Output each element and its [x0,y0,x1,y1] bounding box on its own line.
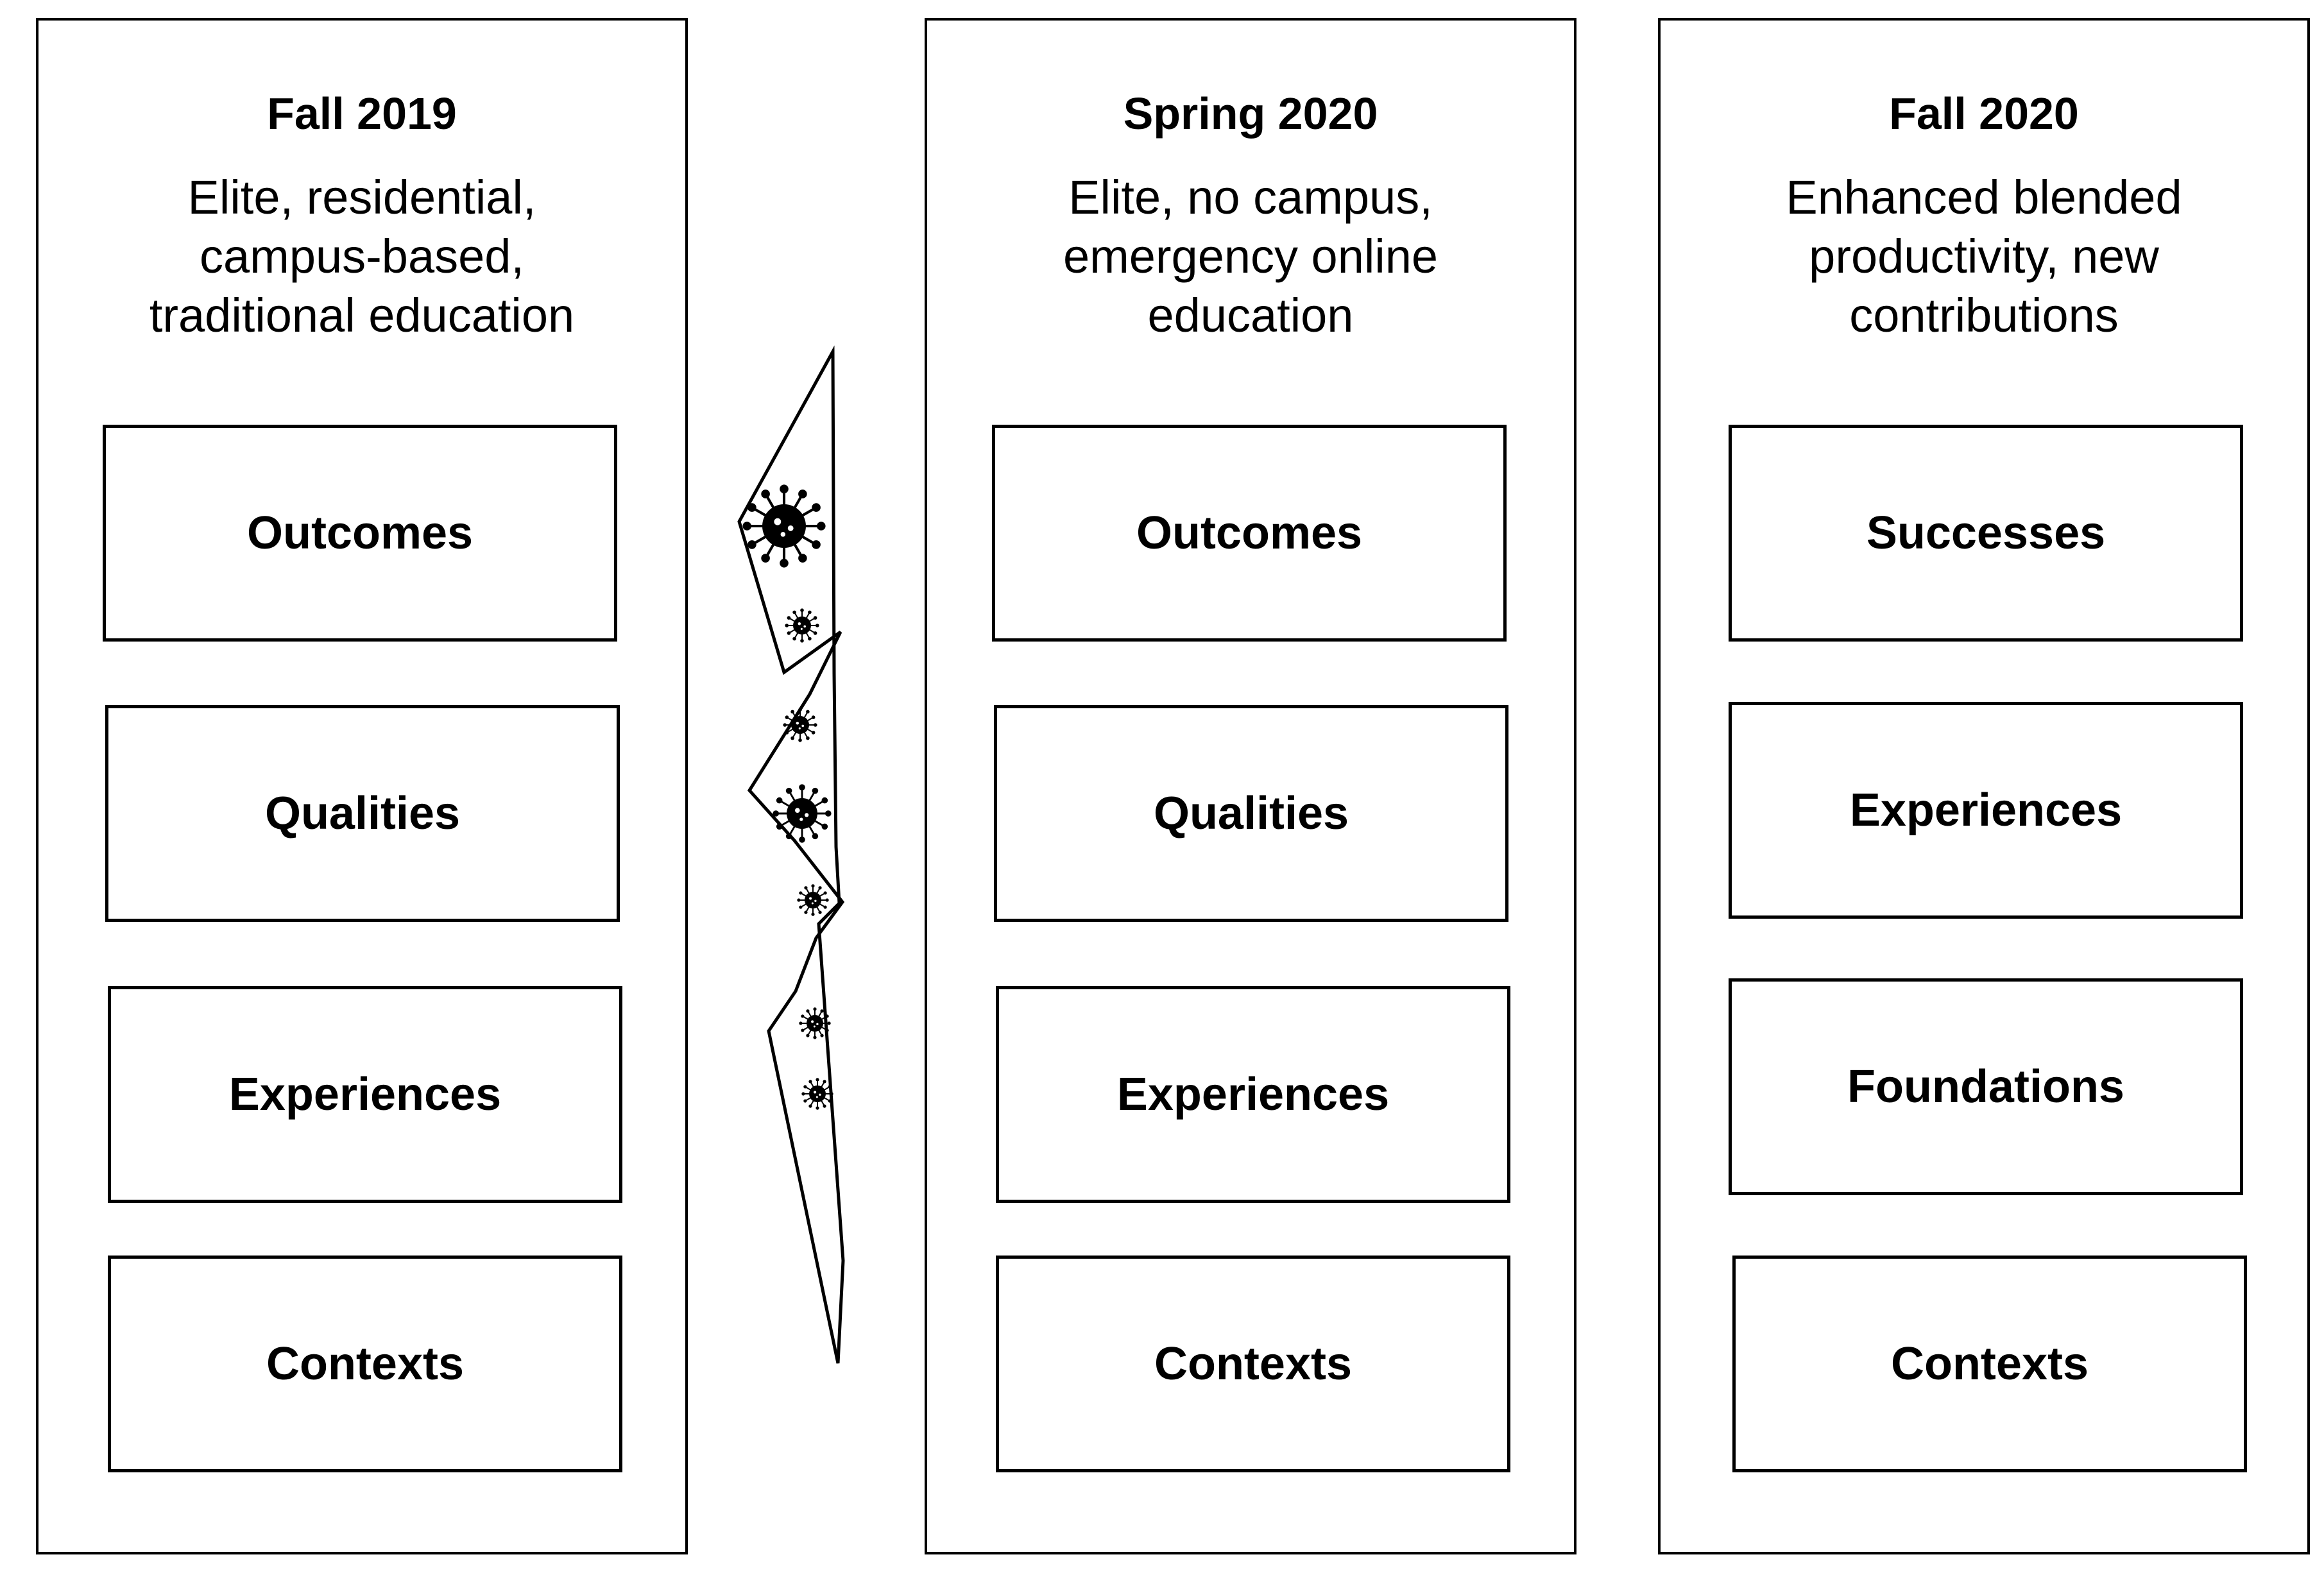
box-experiences: Experiences [108,986,622,1203]
column-title: Fall 2020 [1889,89,2079,139]
description-line: campus-based, [200,230,524,283]
virus-icon [801,1078,833,1110]
box-successes: Successes [1729,425,2243,642]
column-spring-2020: Spring 2020 Elite, no campus, emergency … [925,18,1576,1554]
column-title: Spring 2020 [1123,89,1378,139]
box-experiences: Experiences [1729,702,2243,919]
box-outcomes: Outcomes [103,425,617,642]
box-qualities: Qualities [105,705,620,922]
description-line: education [1147,289,1354,342]
box-contexts: Contexts [1732,1256,2247,1472]
virus-icon [742,484,826,568]
description-line: emergency online [1063,230,1439,283]
virus-icon [799,1007,831,1039]
column-fall-2020: Fall 2020 Enhanced blended productivity,… [1658,18,2310,1554]
description-line: traditional education [149,289,575,342]
column-title: Fall 2019 [267,89,457,139]
column-fall-2019: Fall 2019 Elite, residential, campus-bas… [36,18,688,1554]
column-description: Elite, residential, campus-based, tradit… [38,168,685,345]
description-line: contributions [1849,289,2119,342]
description-line: Elite, residential, [187,171,536,224]
description-line: Elite, no campus, [1068,171,1433,224]
box-qualities: Qualities [994,705,1508,922]
virus-icon [797,884,829,916]
box-outcomes: Outcomes [992,425,1507,642]
virus-icon [783,708,817,742]
virus-icon [785,608,819,643]
lightning-bolt-outline [737,345,845,1364]
box-contexts: Contexts [108,1256,622,1472]
box-experiences: Experiences [996,986,1510,1203]
description-line: productivity, new [1809,230,2159,283]
box-foundations: Foundations [1729,978,2243,1195]
virus-icon [773,784,832,843]
column-description: Elite, no campus, emergency online educa… [927,168,1574,345]
column-description: Enhanced blended productivity, new contr… [1661,168,2307,345]
box-contexts: Contexts [996,1256,1510,1472]
description-line: Enhanced blended [1786,171,2182,224]
